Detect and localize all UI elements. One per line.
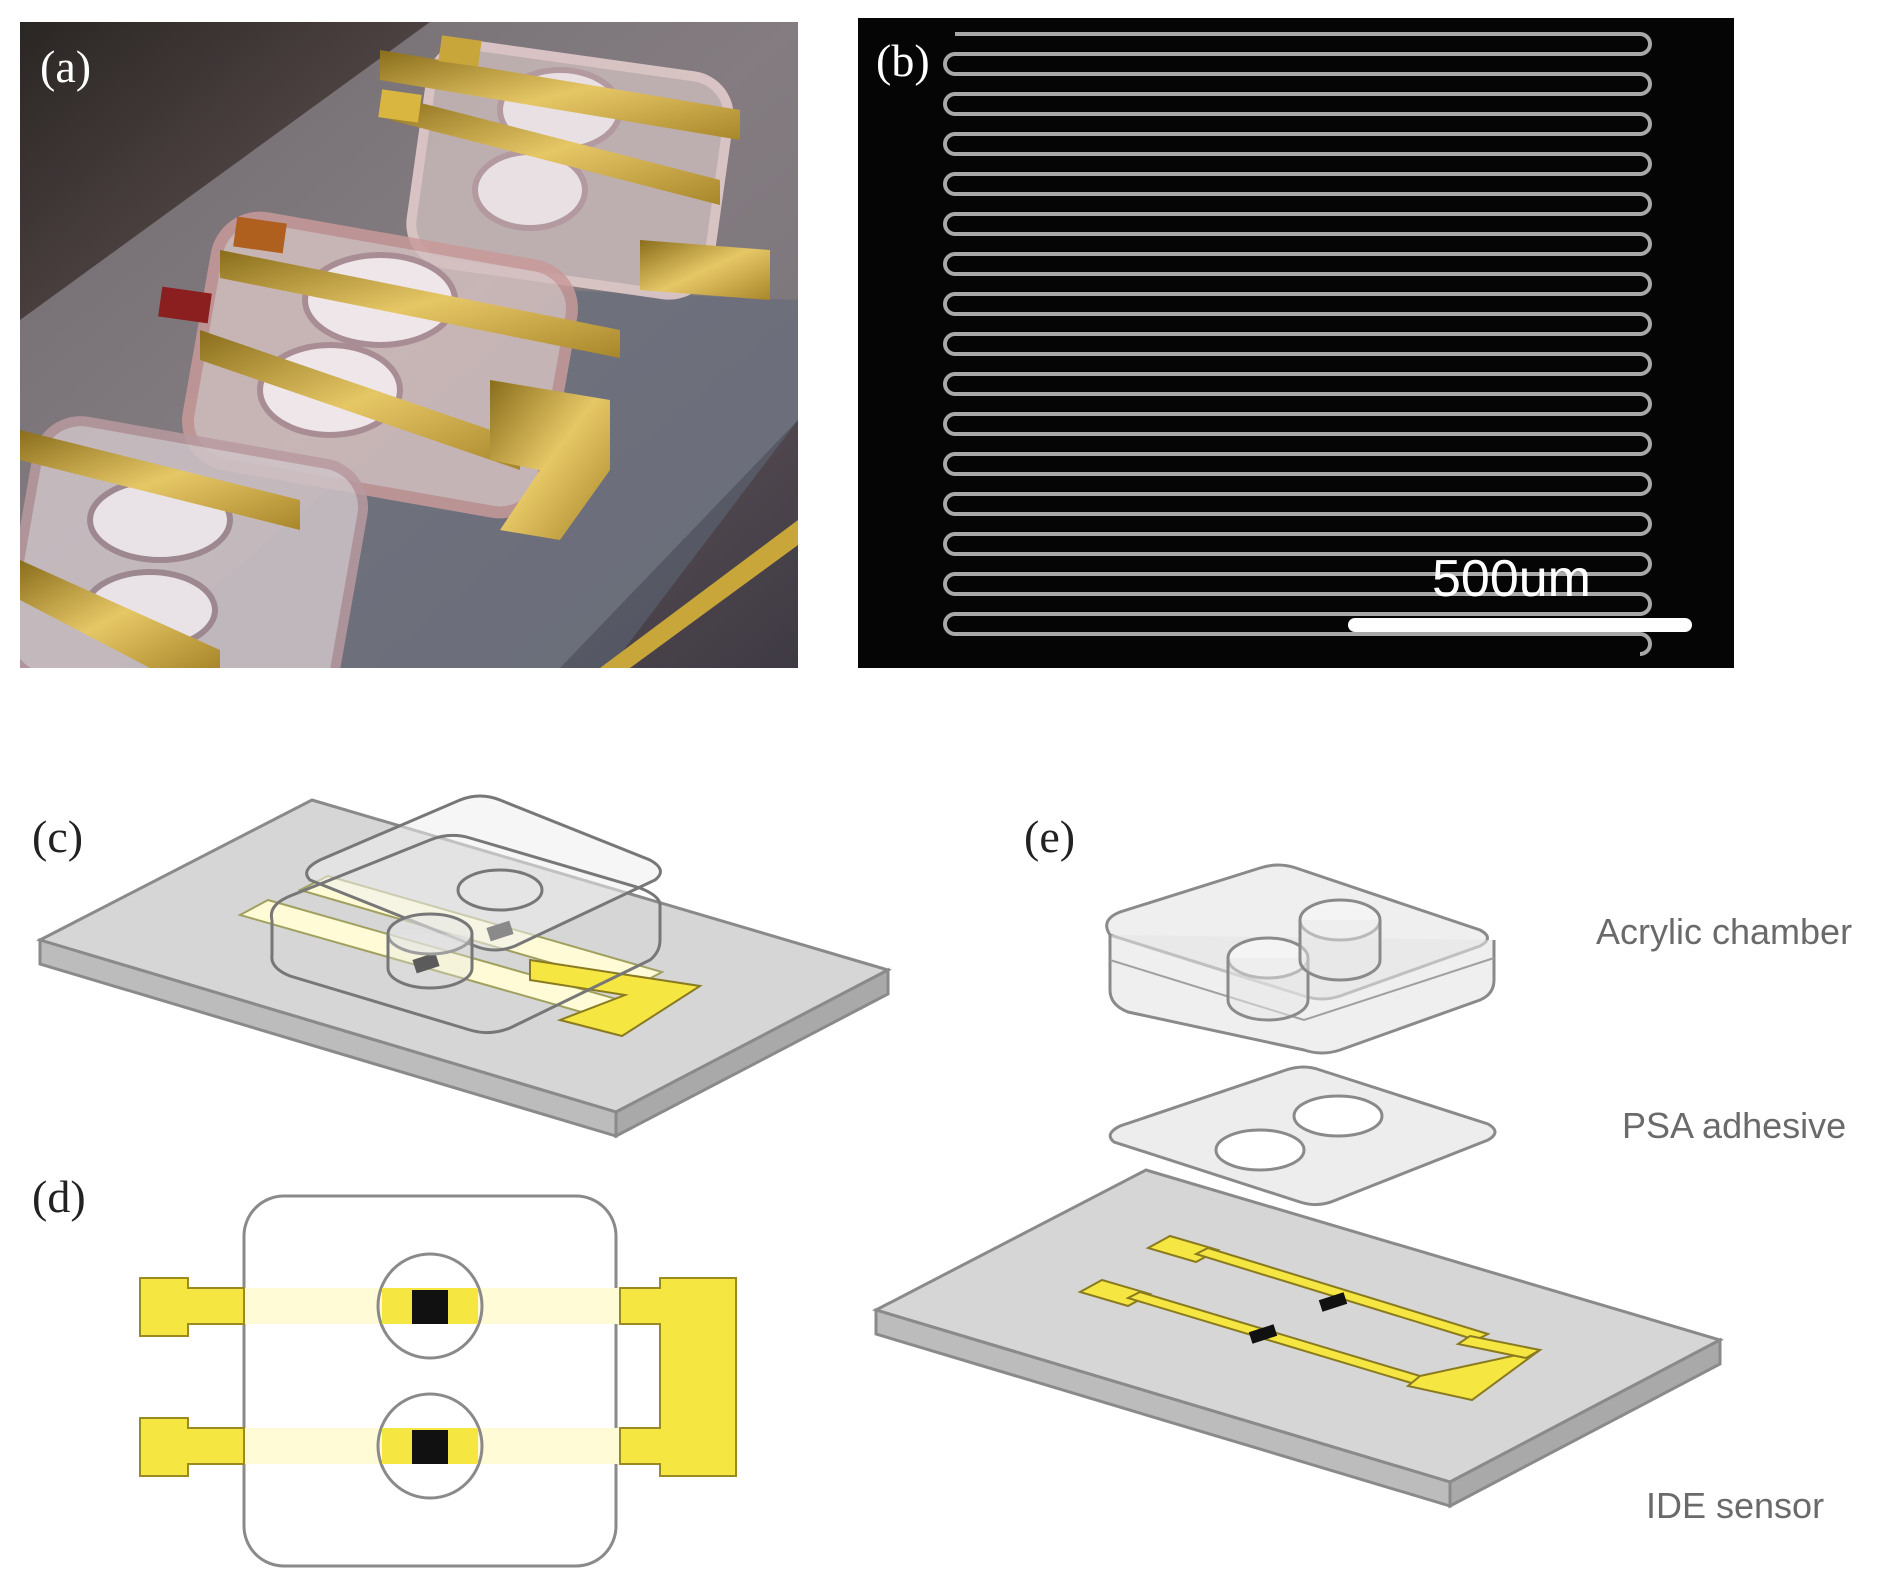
- photo-chamber-3: [20, 416, 369, 668]
- exploded-psa-adhesive: [1108, 1065, 1497, 1207]
- panel-a-photo: [20, 22, 798, 668]
- photo-chamber-1: [380, 40, 770, 300]
- ide-fingers: [943, 32, 1652, 656]
- contact-pad-top: [139, 1277, 245, 1337]
- panel-c-assembled-device: [36, 794, 892, 1139]
- layer-label-acrylic-chamber: Acrylic chamber: [1596, 911, 1852, 952]
- sensing-area-top: [412, 1290, 448, 1324]
- scale-bar: [1348, 618, 1692, 632]
- photo-chamber-2: [182, 211, 620, 540]
- exploded-ide-sensor: [872, 1168, 1724, 1509]
- panel-b-label: (b): [876, 35, 930, 86]
- exploded-acrylic-chamber: [1105, 863, 1496, 1055]
- ide-serpentine-path: [943, 32, 1652, 656]
- panel-d-top-view: [139, 1194, 737, 1568]
- panel-c-label: (c): [32, 811, 83, 862]
- layer-label-ide-sensor: IDE sensor: [1646, 1485, 1824, 1526]
- contact-pad-bottom: [139, 1417, 245, 1477]
- panel-e-exploded-view: [872, 863, 1724, 1509]
- panel-e-label: (e): [1024, 811, 1075, 862]
- sensing-area-bottom: [412, 1430, 448, 1464]
- common-electrode: [619, 1277, 737, 1477]
- panel-d-label: (d): [32, 1171, 86, 1222]
- well-top: [376, 1252, 484, 1360]
- panel-a-label: (a): [40, 41, 91, 92]
- scale-bar-label: 500um: [1432, 550, 1591, 608]
- panel-b-micrograph: [858, 18, 1734, 668]
- chamber-outline: [242, 1194, 618, 1568]
- layer-label-psa-adhesive: PSA adhesive: [1622, 1105, 1846, 1146]
- well-bottom: [376, 1392, 484, 1500]
